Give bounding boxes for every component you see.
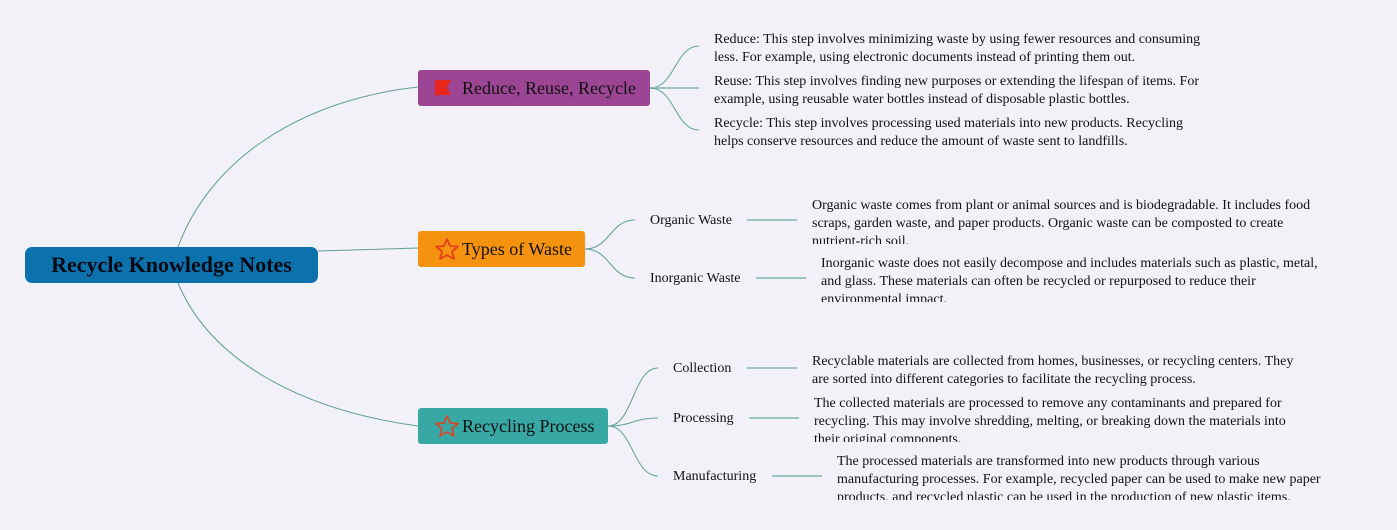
connector-types-1 — [584, 219, 636, 250]
root-topic[interactable]: Recycle Knowledge Notes — [25, 247, 318, 283]
desc-inorganic-waste[interactable]: Inorganic waste does not easily decompos… — [821, 256, 1318, 302]
star-icon — [434, 414, 462, 438]
desc-manufacturing[interactable]: The processed materials are transformed … — [837, 454, 1321, 500]
branch-recycling-process[interactable]: Recycling Process — [418, 408, 608, 444]
connector-process-1 — [607, 367, 659, 427]
desc-processing[interactable]: The collected materials are processed to… — [814, 396, 1286, 442]
connector-root-process — [177, 282, 419, 427]
subtopic-organic-waste[interactable]: Organic Waste — [650, 213, 732, 228]
star-icon — [434, 237, 462, 261]
connector-root-reduce — [177, 86, 419, 248]
desc-organic-waste[interactable]: Organic waste comes from plant or animal… — [812, 198, 1311, 244]
connector-reduce-1 — [649, 45, 700, 89]
leaf-reuse[interactable]: Reuse: This step involves finding new pu… — [714, 74, 1200, 106]
subtopic-collection[interactable]: Collection — [673, 361, 732, 376]
subtopic-inorganic-waste[interactable]: Inorganic Waste — [650, 271, 741, 286]
connector-root-types — [317, 247, 419, 252]
branch-title: Recycling Process — [462, 415, 595, 436]
branch-title: Reduce, Reuse, Recycle — [462, 77, 636, 98]
subtopic-manufacturing[interactable]: Manufacturing — [673, 469, 757, 484]
branch-reduce-reuse-recycle[interactable]: Reduce, Reuse, Recycle — [418, 70, 650, 106]
connector-reduce-3 — [649, 87, 700, 131]
branch-types-of-waste[interactable]: Types of Waste — [418, 231, 585, 267]
branch-title: Types of Waste — [462, 238, 572, 259]
subtopic-processing[interactable]: Processing — [673, 411, 734, 426]
connector-types-2 — [584, 248, 636, 279]
leaf-recycle[interactable]: Recycle: This step involves processing u… — [714, 116, 1184, 148]
leaf-reduce[interactable]: Reduce: This step involves minimizing wa… — [714, 32, 1201, 64]
root-topic-title: Recycle Knowledge Notes — [51, 252, 292, 277]
connector-process-2 — [607, 417, 659, 427]
connector-process-3 — [607, 425, 659, 477]
desc-collection[interactable]: Recyclable materials are collected from … — [812, 354, 1294, 386]
flag-icon — [434, 76, 462, 100]
